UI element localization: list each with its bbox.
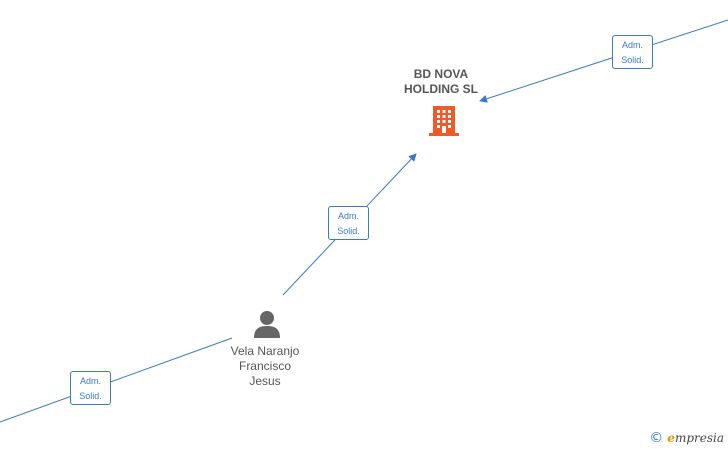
person-name-line2: Francisco (238, 359, 291, 373)
edge-label-middle[interactable]: Adm. Solid. (328, 206, 369, 240)
person-icon[interactable] (252, 309, 282, 339)
company-name-line2: HOLDING SL (404, 82, 478, 96)
copyright-icon: © (649, 430, 664, 446)
edge-line-bottom-left[interactable] (0, 337, 233, 423)
edge-label-line1: Adm. (337, 211, 359, 221)
edge-label-line1: Adm. (79, 376, 101, 386)
building-icon[interactable] (427, 104, 461, 138)
edge-label-top-right[interactable]: Adm. Solid. (612, 35, 653, 69)
edge-label-bottom-left[interactable]: Adm. Solid. (70, 371, 111, 405)
company-name[interactable]: BD NOVA HOLDING SL (380, 67, 502, 97)
edge-label-line2: Solid. (337, 226, 360, 236)
edge-label-line2: Solid. (621, 55, 644, 65)
company-name-line1: BD NOVA (413, 67, 469, 81)
person-name-line1: Vela Naranjo (230, 344, 300, 358)
person-name-line3: Jesus (249, 374, 281, 388)
edge-label-line1: Adm. (621, 40, 643, 50)
edge-line-top-right[interactable] (479, 19, 728, 103)
brand-logo: empresia (667, 431, 724, 445)
brand-watermark: © empresia (649, 430, 724, 446)
person-name[interactable]: Vela Naranjo Francisco Jesus (210, 344, 320, 389)
edge-label-line2: Solid. (79, 391, 102, 401)
